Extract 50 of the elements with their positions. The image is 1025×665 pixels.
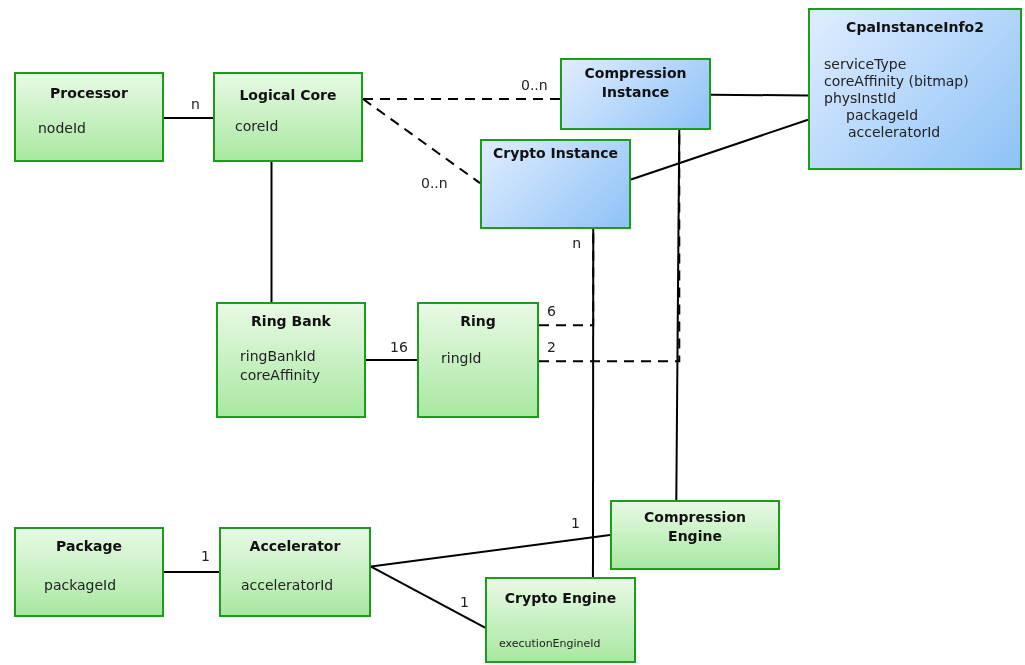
entity-title: Processor (50, 84, 128, 103)
attribute-text: packageId (846, 106, 919, 125)
entity-title: Crypto Instance (493, 144, 618, 163)
attribute-text: acceleratorId (848, 123, 941, 142)
connector-line (362, 98, 481, 185)
connector-line (591, 228, 595, 578)
connector-line (270, 161, 273, 303)
connector-line (710, 93, 809, 97)
entity-box (213, 72, 363, 162)
attribute-text: acceleratorId (241, 576, 334, 595)
entity-box (480, 139, 631, 229)
attribute-text: coreId (235, 117, 279, 136)
entity-title: Logical Core (239, 86, 337, 105)
attribute-text: serviceType (824, 55, 907, 74)
entity-box (610, 500, 780, 570)
entity-title: Ring Bank (251, 312, 331, 331)
attribute-text: physInstId (824, 89, 897, 108)
connector-line (362, 98, 561, 101)
entity-title: Compression Engine (643, 508, 747, 546)
connector-line (163, 116, 214, 119)
entity-title: Package (56, 537, 122, 556)
entity-box (808, 8, 1022, 170)
connector-line (370, 534, 611, 568)
attribute-text: ringBankId (240, 347, 316, 366)
attribute-text: nodeId (38, 119, 86, 138)
attribute-text: coreAffinity (240, 366, 320, 385)
entity-box (216, 302, 366, 418)
attribute-text: ringId (441, 349, 482, 368)
attribute-text: coreAffinity (bitmap) (824, 72, 969, 91)
connector-line (365, 359, 418, 361)
connector-line (675, 129, 681, 501)
edge-label: 1 (200, 548, 211, 564)
entity-box (560, 58, 711, 130)
edge-label: 1 (570, 515, 581, 531)
entity-box (417, 302, 539, 418)
entity-box (219, 527, 371, 617)
edge-label: 16 (389, 339, 409, 355)
entity-box (485, 577, 636, 663)
attribute-text: executionEngineId (499, 636, 601, 652)
entity-box (14, 72, 164, 162)
entity-title: Ring (460, 312, 496, 331)
connector-line (163, 571, 220, 573)
entity-title: Accelerator (249, 537, 341, 556)
connector-line (630, 118, 809, 181)
entity-box (14, 527, 164, 617)
connector-line (370, 565, 486, 629)
entity-title: Crypto Engine (504, 589, 617, 608)
entity-title: CpaInstanceInfo2 (846, 18, 984, 37)
entity-title: Compression Instance (583, 64, 688, 102)
attribute-text: packageId (44, 576, 117, 595)
